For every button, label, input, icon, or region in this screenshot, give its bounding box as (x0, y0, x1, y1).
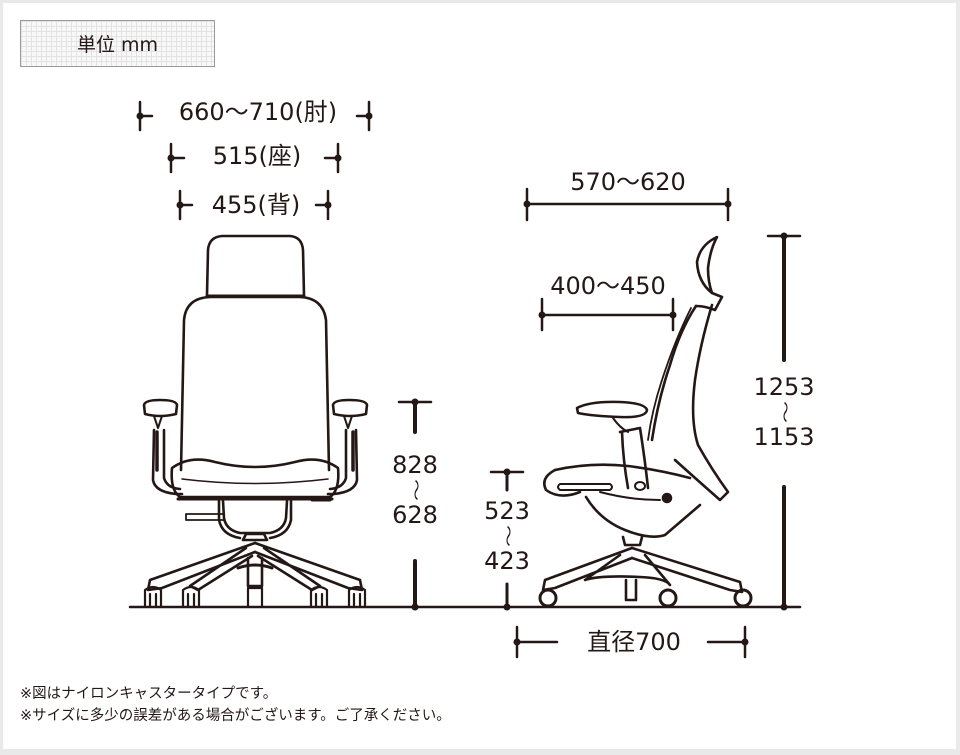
side-view-chair (538, 235, 753, 608)
front-view-chair (142, 234, 369, 609)
diagram-frame (3, 3, 956, 749)
back-width-label: 455(背) (211, 191, 301, 219)
range-separator: ～ (776, 400, 792, 424)
overall-height-max: 1253 (753, 373, 815, 401)
seat-height-min: 423 (484, 547, 530, 575)
armrest-width-label: 660～710(肘) (178, 98, 338, 126)
overall-height-min: 1153 (753, 423, 815, 451)
dim-seat-depth (540, 297, 675, 332)
seat-width-label: 515(座) (212, 142, 302, 170)
seat-height-label: 523 ～ 423 (484, 496, 530, 576)
seat-depth-label: 400～450 (550, 272, 666, 300)
base-diameter-label: 直径700 (587, 628, 681, 656)
footnotes: ※図はナイロンキャスタータイプです。 ※サイズに多少の誤差がある場合がございます… (20, 683, 451, 727)
seat-height-max: 523 (484, 497, 530, 525)
overall-height-label: 1253 ～ 1153 (753, 372, 814, 452)
overall-depth-label: 570～620 (570, 168, 686, 196)
footnote-caster-type: ※図はナイロンキャスタータイプです。 (20, 686, 278, 702)
armrest-height-min: 628 (392, 501, 438, 529)
unit-label-box: 単位 mm (20, 20, 215, 67)
range-separator: ～ (407, 478, 423, 501)
unit-label: 単位 mm (76, 34, 159, 56)
armrest-height-max: 828 (392, 451, 438, 479)
footnote-size-tolerance: ※サイズに多少の誤差がある場合がございます。ご了承ください。 (20, 708, 451, 724)
range-separator: ～ (499, 524, 515, 547)
armrest-height-label: 828 ～ 628 (392, 450, 438, 530)
